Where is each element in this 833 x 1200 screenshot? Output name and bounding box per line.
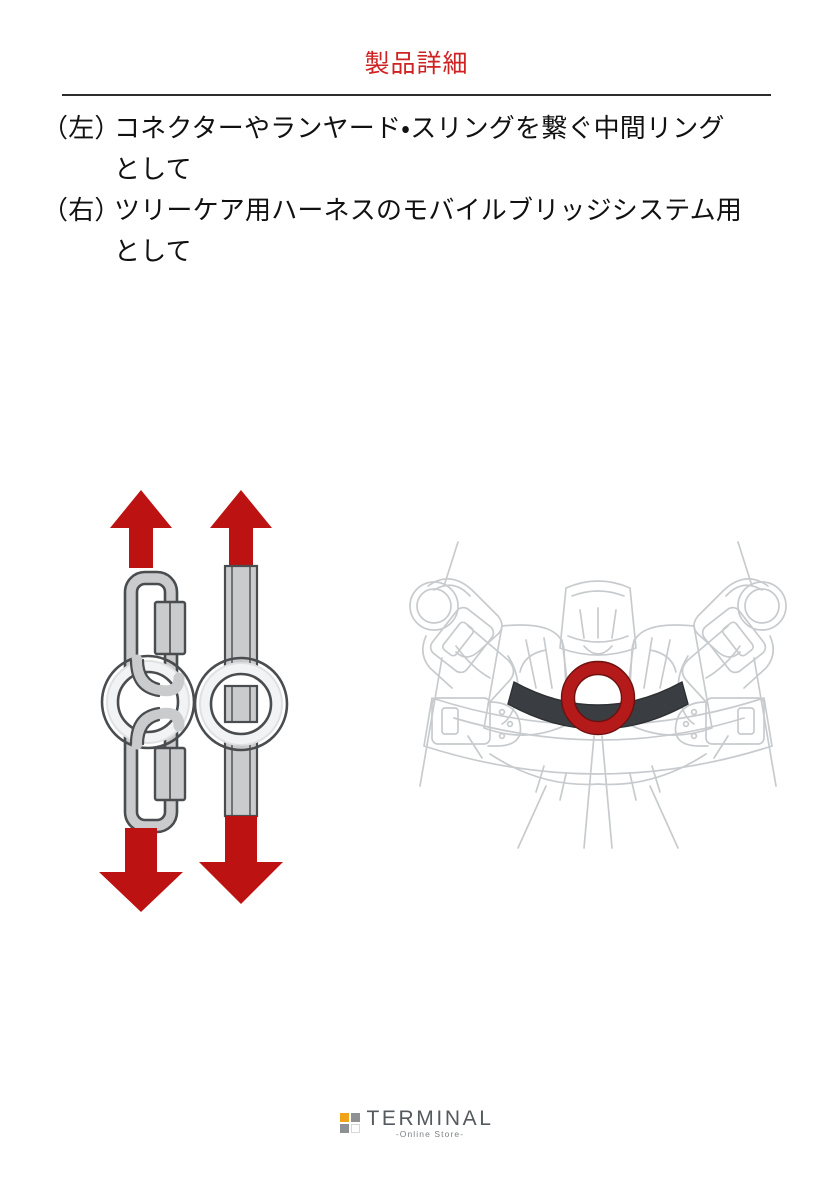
harness-waist-belt <box>423 697 773 775</box>
description-text-left: コネクターやランヤード・スリングを繋ぐ中間リング <box>114 113 725 143</box>
screw-sleeve-lower <box>153 746 187 802</box>
description-line-left-cont: として <box>42 149 802 190</box>
harness-seat <box>559 580 637 656</box>
description-marker-left: （左） <box>42 113 121 143</box>
left-buckle <box>431 697 522 747</box>
description-line-right-cont: として <box>42 231 802 272</box>
logo-square-bottom-right <box>350 1124 360 1134</box>
description-line-left: （左） コネクターやランヤード・スリングを繋ぐ中間リング <box>42 108 802 149</box>
ring-loading-diagram <box>85 480 325 920</box>
arrow-down-icon-b <box>199 816 283 904</box>
arrow-up-icon-b <box>210 490 272 568</box>
right-connector-cluster <box>681 578 787 705</box>
harness-mobile-bridge-diagram <box>398 540 798 850</box>
arrow-up-icon-a <box>110 490 172 568</box>
arrow-down-icon-a <box>99 828 183 912</box>
rope-lines <box>419 541 777 849</box>
link-through-ring-a <box>129 654 185 750</box>
title-divider <box>62 94 771 96</box>
description-text-right: ツリーケア用ハーネスのモバイルブリッジシステム用 <box>114 195 743 225</box>
product-description: （左） コネクターやランヤード・スリングを繋ぐ中間リング として （右） ツリー… <box>42 108 802 272</box>
strap-inside-ring <box>223 684 259 724</box>
logo-name: TERMINAL <box>366 1107 494 1130</box>
logo-square-top-right <box>350 1113 360 1123</box>
description-continuation-left: として <box>114 154 192 184</box>
description-marker-right: （右） <box>42 195 121 225</box>
description-continuation-right: として <box>114 236 192 266</box>
harness-lower-lines <box>489 753 707 801</box>
terminal-logo-mark-icon <box>339 1113 360 1134</box>
bridge-ring-highlight <box>560 660 636 736</box>
logo-square-bottom-left <box>339 1124 349 1134</box>
webbing-ring-figure <box>193 490 289 904</box>
description-line-right: （右） ツリーケア用ハーネスのモバイルブリッジシステム用 <box>42 190 802 231</box>
logo-tagline: -Online Store- <box>395 1129 465 1139</box>
logo-square-top-left <box>339 1113 349 1123</box>
footer-logo[interactable]: TERMINAL -Online Store- <box>0 1108 833 1139</box>
figure-area <box>0 480 833 940</box>
right-buckle <box>674 697 765 747</box>
center-ring-a <box>100 654 196 750</box>
logo-wordmark: TERMINAL -Online Store- <box>367 1108 494 1139</box>
left-connector-cluster <box>409 578 515 705</box>
screwlink-pair-figure <box>99 490 196 912</box>
page-title: 製品詳細 <box>364 50 469 78</box>
screw-sleeve-upper <box>153 600 187 656</box>
